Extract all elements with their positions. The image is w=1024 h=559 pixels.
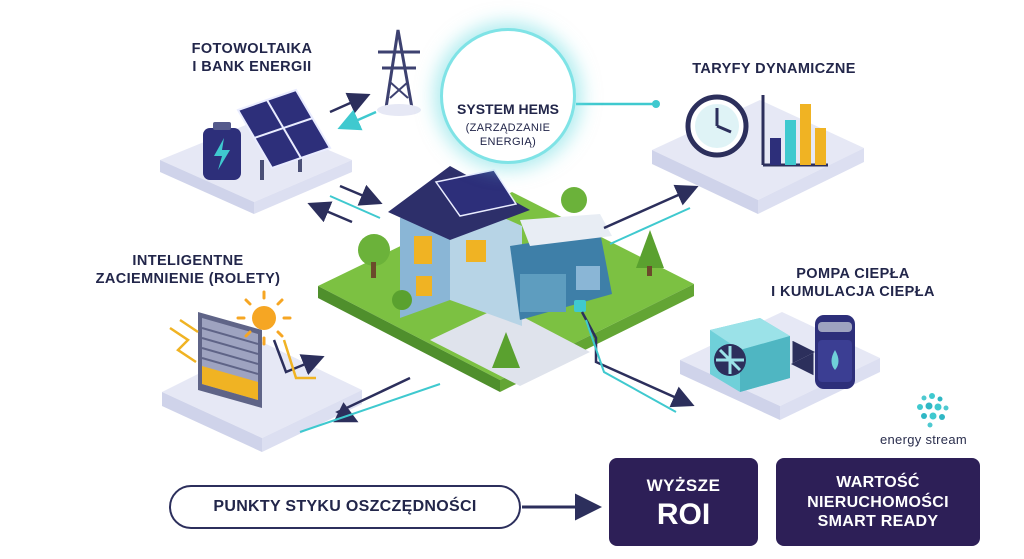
property-value-label: WARTOŚĆ NIERUCHOMOŚCI SMART READY (807, 474, 949, 531)
sun-rays-icon (169, 318, 325, 380)
heatpump-label: POMPA CIEPŁA I KUMULACJA CIEPŁA (771, 266, 935, 301)
tariffs-platform (652, 100, 864, 214)
house-icon (388, 166, 612, 326)
heat-pump-icon (710, 318, 790, 392)
tree-icons (358, 187, 664, 368)
sun-icon (236, 290, 292, 346)
connector-dot (652, 100, 660, 108)
roi-box: WYŻSZE ROI (609, 458, 758, 546)
clock-icon (685, 94, 749, 158)
savings-touchpoints-pill: PUNKTY STYKU OSZCZĘDNOŚCI (169, 485, 521, 529)
power-pylon-icon (377, 29, 421, 116)
hems-hub: SYSTEM HEMS (ZARZĄDZANIE ENERGIĄ) (440, 28, 576, 164)
roi-label-main: ROI (656, 498, 711, 531)
pv-label: FOTOWOLTAIKA I BANK ENERGII (191, 41, 313, 76)
brand-name: energy stream (880, 432, 967, 447)
solar-panel-icon (236, 88, 332, 180)
arrow-grid-to-pv (337, 109, 377, 131)
heat-storage-tank-icon (815, 315, 855, 389)
bar-chart-icon (761, 95, 828, 167)
hems-subtitle: (ZARZĄDZANIE ENERGIĄ) (465, 122, 551, 149)
battery-icon (203, 122, 241, 180)
house-connector-arrows (299, 184, 699, 433)
hems-title: SYSTEM HEMS (457, 101, 559, 117)
tariffs-label: TARYFY DYNAMICZNE (692, 61, 856, 77)
property-value-box: WARTOŚĆ NIERUCHOMOŚCI SMART READY (776, 458, 980, 546)
energy-stream-logo-icon (917, 393, 949, 428)
arrow-pv-to-grid (329, 92, 371, 114)
roi-label-top: WYŻSZE (646, 476, 721, 495)
blinds-label: INTELIGENTNE ZACIEMNIENIE (ROLETY) (95, 253, 281, 288)
